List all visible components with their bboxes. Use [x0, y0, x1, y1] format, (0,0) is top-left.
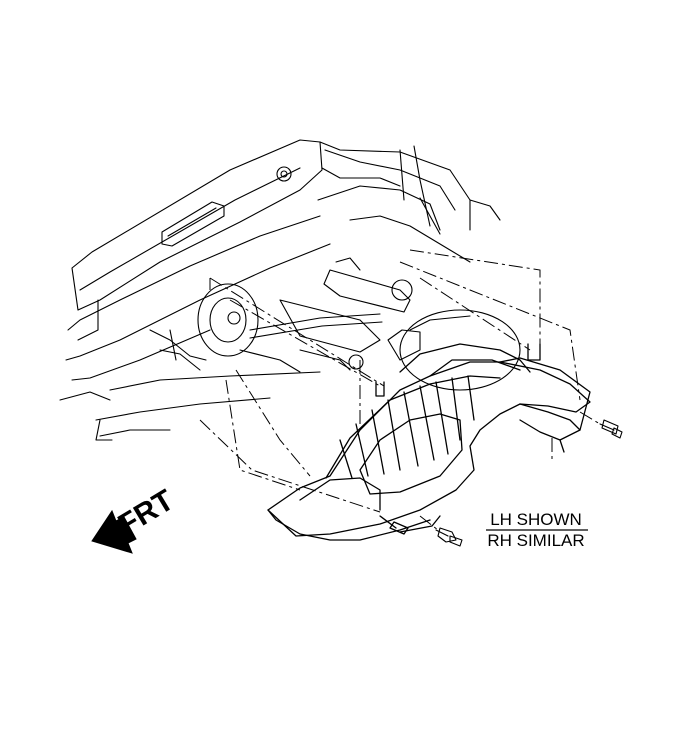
note-line-2: RH SIMILAR [487, 531, 584, 550]
fastener-bottom [435, 527, 463, 547]
alignment-lines [199, 249, 601, 531]
suspension-components [149, 257, 521, 391]
fastener-right [599, 419, 623, 439]
note-line-1: LH SHOWN [490, 510, 582, 529]
vehicle-body-frame [59, 139, 501, 441]
front-direction-arrow-icon [91, 509, 137, 554]
splash-shield [267, 343, 591, 541]
